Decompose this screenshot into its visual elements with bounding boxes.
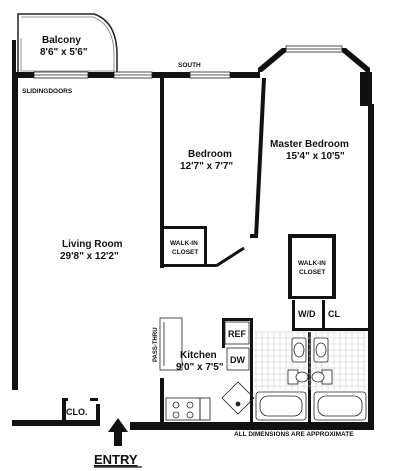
- orientation-label: SOUTH: [178, 62, 201, 69]
- refrigerator: [224, 321, 250, 345]
- closet-label: CLO.: [66, 407, 88, 417]
- kitchen-dims: 9'0" x 7'5": [176, 362, 224, 373]
- bedroom-closet-label-2: CLOSET: [172, 249, 198, 256]
- pass-thru-label: PASS-THRU: [153, 327, 159, 362]
- kitchen-fixtures: [159, 317, 255, 421]
- bathroom-tiles: [254, 331, 366, 390]
- master-bedroom-name: Master Bedroom: [270, 139, 349, 150]
- entry-arrow-icon: [108, 418, 128, 446]
- south-windows: [33, 45, 343, 79]
- bathroom-fixtures: [255, 337, 367, 421]
- exterior-walls: [12, 40, 374, 430]
- linen-closet-label: CL: [328, 309, 340, 319]
- dishwasher: [226, 347, 250, 371]
- bedroom-name: Bedroom: [188, 149, 232, 160]
- living-room-dims: 29'8" x 12'2": [60, 251, 119, 262]
- kitchen-name: Kitchen: [180, 350, 217, 361]
- stove: [165, 397, 201, 421]
- master-closet-label-2: CLOSET: [299, 269, 325, 276]
- balcony-dims: 8'6" x 5'6": [40, 47, 88, 58]
- master-bedroom-dims: 15'4" x 10'5": [286, 151, 345, 162]
- pass-thru-counter: [159, 317, 183, 371]
- sliding-doors-label: SLIDINGDOORS: [22, 88, 73, 95]
- dishwasher-label: DW: [230, 355, 245, 365]
- interior-walls: [62, 78, 368, 424]
- refrigerator-label: REF: [228, 329, 247, 339]
- bedroom-dims: 12'7" x 7'7": [180, 161, 233, 172]
- entry-label: ENTRY: [94, 452, 138, 467]
- sink: [221, 381, 255, 415]
- washer-dryer-label: W/D: [298, 309, 316, 319]
- disclaimer-label: ALL DIMENSIONS ARE APPROXIMATE: [234, 431, 354, 438]
- balcony-name: Balcony: [42, 35, 81, 46]
- balcony: [17, 13, 118, 74]
- master-closet-label-1: WALK-IN: [298, 260, 326, 267]
- bedroom-closet-label-1: WALK-IN: [170, 240, 198, 247]
- living-room-name: Living Room: [62, 239, 123, 250]
